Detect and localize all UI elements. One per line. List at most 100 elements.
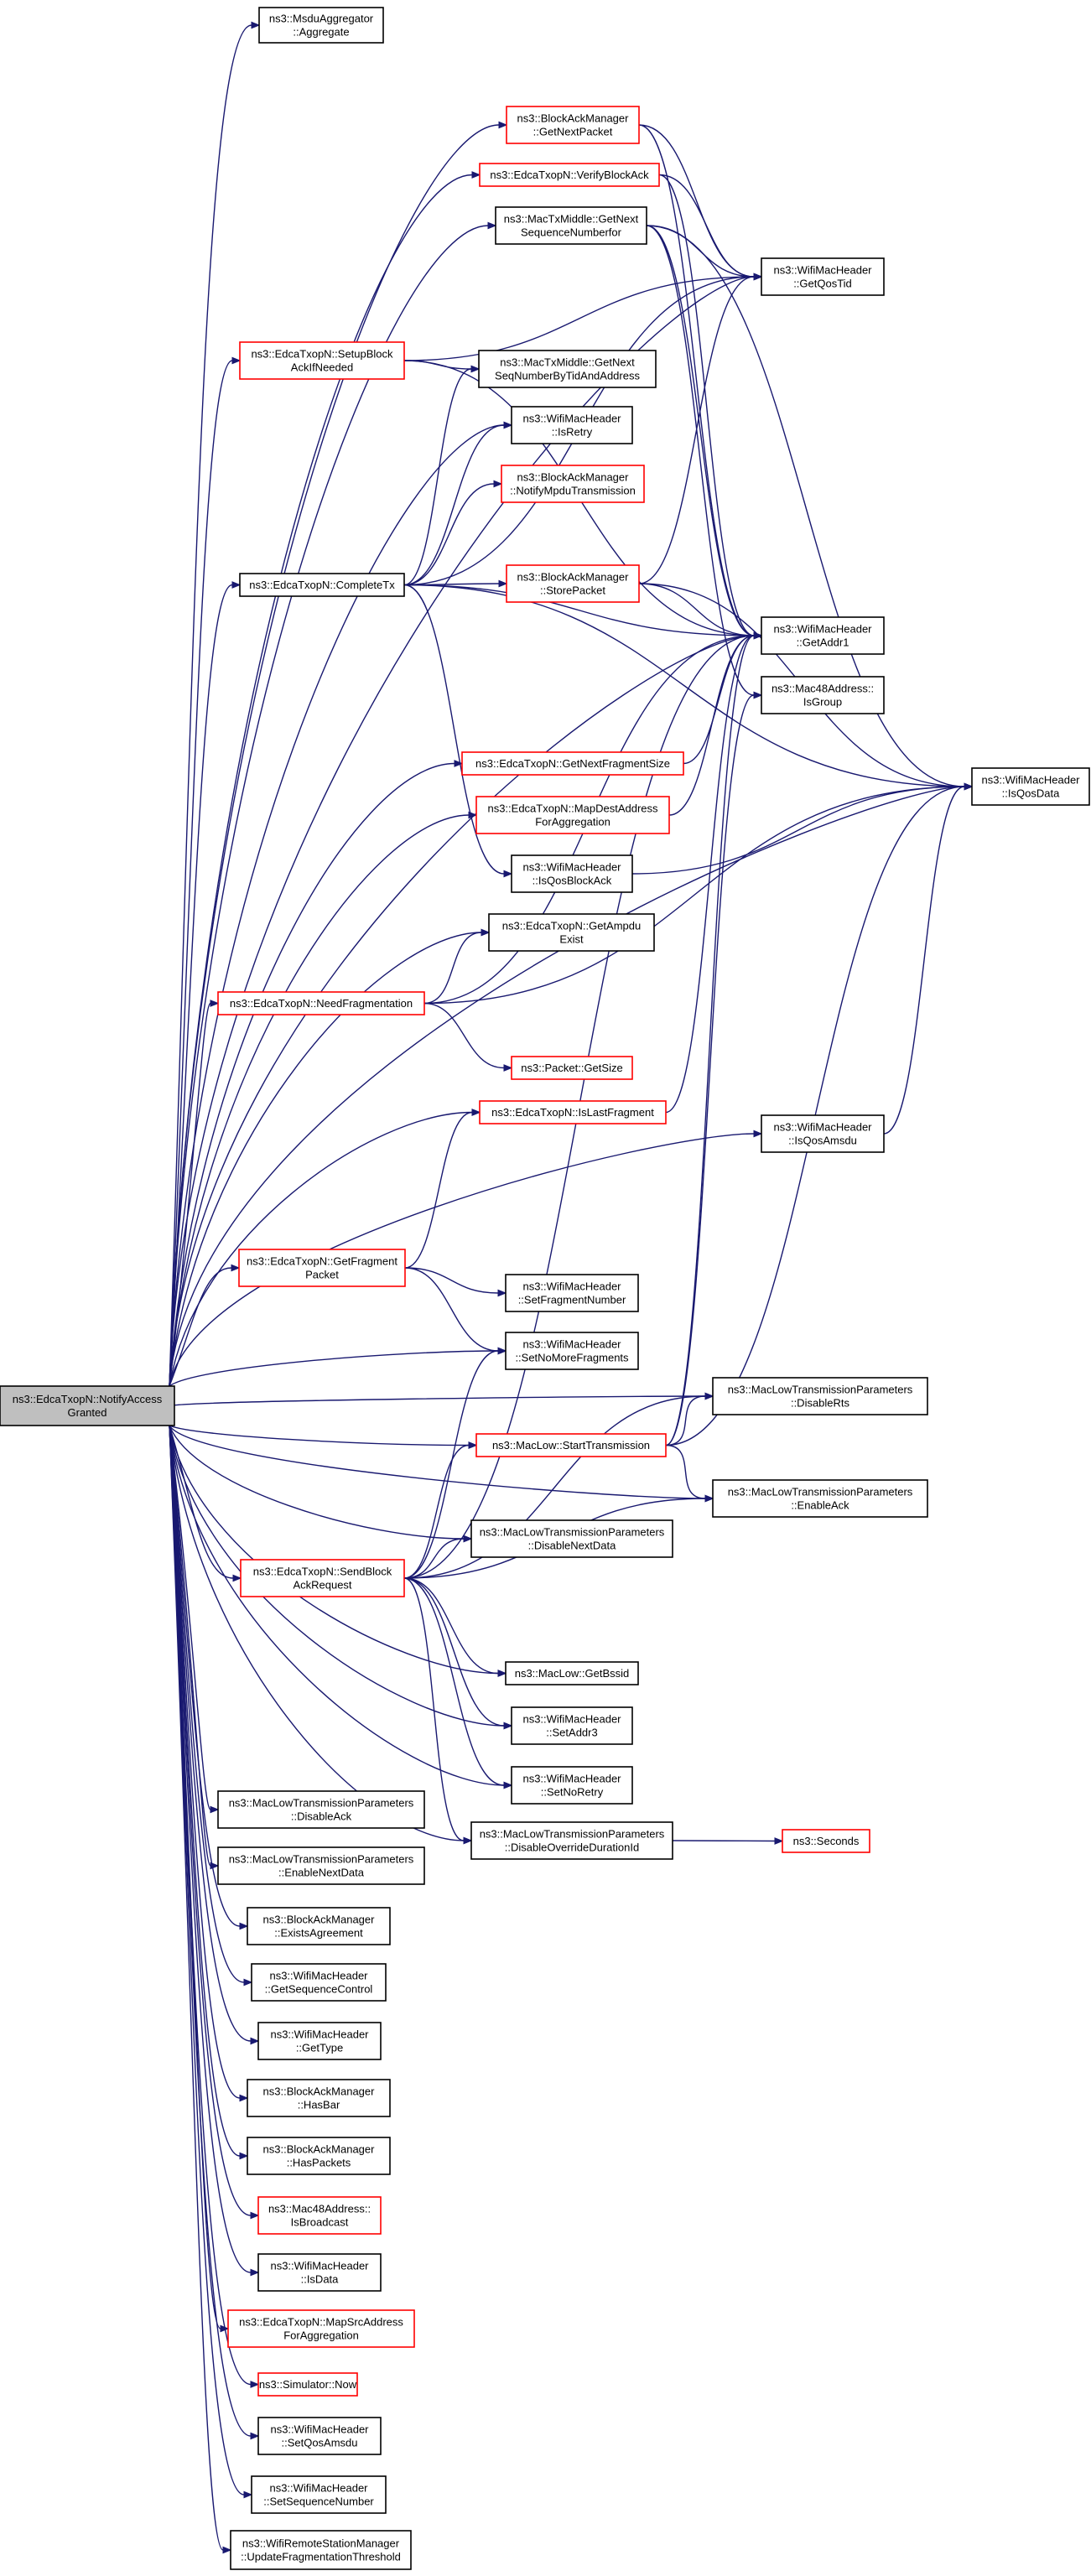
node-edca_completetx[interactable]: ns3::EdcaTxopN::CompleteTx <box>239 573 405 597</box>
node-mltp_disableoverride[interactable]: ns3::MacLowTransmissionParameters::Disab… <box>470 1821 673 1860</box>
arrowhead-icon <box>250 2211 260 2220</box>
node-box <box>511 854 633 893</box>
call-edge-edca_completetx-to-mtm_getnextseqbytid <box>403 365 481 586</box>
call-edge-root-to-edca_needfrag <box>169 1000 220 1387</box>
node-bam_getnextpacket[interactable]: ns3::BlockAckManager::GetNextPacket <box>506 106 640 144</box>
call-edge-root-to-maclow_getbssid <box>169 1425 507 1677</box>
node-wmh_isqosblockack[interactable]: ns3::WifiMacHeader::IsQosBlockAck <box>511 854 633 893</box>
arrowhead-icon <box>250 2037 260 2045</box>
node-mtm_getnextseqbytid[interactable]: ns3::MacTxMiddle::GetNextSeqNumberByTidA… <box>478 350 657 388</box>
node-edca_verifyblockack[interactable]: ns3::EdcaTxopN::VerifyBlockAck <box>479 163 660 187</box>
node-label-line: ns3::MacLowTransmissionParameters <box>728 1384 913 1396</box>
arrowhead-icon <box>503 421 513 429</box>
node-label-line: Exist <box>559 933 584 946</box>
node-edca_needfrag[interactable]: ns3::EdcaTxopN::NeedFragmentation <box>217 991 425 1015</box>
call-edge-root-to-mltp_disablenextdata <box>169 1425 473 1543</box>
node-label-line: ns3::EdcaTxopN::NeedFragmentation <box>230 997 413 1010</box>
node-wmh_setaddr3[interactable]: ns3::WifiMacHeader::SetAddr3 <box>511 1706 633 1745</box>
node-msdu_aggregate[interactable]: ns3::MsduAggregator::Aggregate <box>258 7 384 44</box>
node-mltp_disableack[interactable]: ns3::MacLowTransmissionParameters::Disab… <box>217 1790 425 1829</box>
node-label-line: Granted <box>68 1406 107 1419</box>
node-box <box>217 991 425 1015</box>
node-wmh_isretry[interactable]: ns3::WifiMacHeader::IsRetry <box>511 406 633 444</box>
arrowhead-icon <box>454 760 464 767</box>
node-label-line: ns3::Seconds <box>793 1835 860 1847</box>
node-box <box>971 767 1090 806</box>
node-wmh_gettype[interactable]: ns3::WifiMacHeader::GetType <box>257 2022 382 2060</box>
node-label-line: ns3::EdcaTxopN::GetFragment <box>247 1255 397 1268</box>
node-label-line: IsGroup <box>803 696 842 709</box>
node-simulator_now[interactable]: ns3::Simulator::Now <box>257 2372 358 2397</box>
node-wmh_isqosdata[interactable]: ns3::WifiMacHeader::IsQosData <box>971 767 1090 806</box>
node-label-line: ns3::BlockAckManager <box>263 1914 376 1926</box>
node-wmh_isdata[interactable]: ns3::WifiMacHeader::IsData <box>257 2253 382 2292</box>
node-edca_getnextfragsize[interactable]: ns3::EdcaTxopN::GetNextFragmentSize <box>461 751 684 776</box>
node-edca_mapsrcaddr[interactable]: ns3::EdcaTxopN::MapSrcAddressForAggregat… <box>227 2309 415 2348</box>
node-label-line: ns3::EdcaTxopN::SendBlock <box>253 1566 392 1578</box>
call-edge-root-to-wmh_isdata <box>169 1425 260 2277</box>
arrowhead-icon <box>243 2490 253 2499</box>
node-label-line: ns3::WifiMacHeader <box>773 623 872 636</box>
node-label-line: ::DisableNextData <box>528 1540 617 1552</box>
node-wmh_getqostid[interactable]: ns3::WifiMacHeader::GetQosTid <box>761 257 885 296</box>
call-edge-bam_storepacket-to-wmh_getaddr1 <box>638 583 763 640</box>
node-maclow_starttx[interactable]: ns3::MacLow::StartTransmission <box>475 1433 667 1457</box>
arrowhead-icon <box>250 2381 260 2388</box>
node-label-line: ::SetSequenceNumber <box>263 2496 374 2508</box>
arrowhead-icon <box>481 928 491 937</box>
node-label-line: ns3::WifiMacHeader <box>522 1280 621 1293</box>
node-wmh_isqosamsdu[interactable]: ns3::WifiMacHeader::IsQosAmsdu <box>761 1114 885 1153</box>
node-mltp_disablerts[interactable]: ns3::MacLowTransmissionParameters::Disab… <box>712 1377 928 1415</box>
node-mac48_isgroup[interactable]: ns3::Mac48Address::IsGroup <box>761 676 885 714</box>
node-maclow_getbssid[interactable]: ns3::MacLow::GetBssid <box>505 1661 639 1685</box>
node-label-line: ns3::WifiMacHeader <box>270 2260 369 2272</box>
node-label-line: ::GetSequenceControl <box>265 1983 373 1996</box>
node-label-line: ns3::EdcaTxopN::NotifyAccess <box>13 1393 163 1405</box>
arrowhead-icon <box>239 1922 249 1930</box>
node-box <box>258 7 384 44</box>
call-edge-root-to-wmh_getseqcontrol <box>169 1425 253 1987</box>
node-mtm_getnextseq[interactable]: ns3::MacTxMiddle::GetNextSequenceNumberf… <box>495 206 647 245</box>
node-edca_islastfrag[interactable]: ns3::EdcaTxopN::IsLastFragment <box>479 1100 667 1124</box>
node-label-line: ns3::WifiMacHeader <box>269 1970 368 1982</box>
node-wmh_setnoretry[interactable]: ns3::WifiMacHeader::SetNoRetry <box>511 1766 633 1805</box>
node-wrsm_updatefrag[interactable]: ns3::WifiRemoteStationManager::UpdateFra… <box>230 2530 412 2570</box>
node-bam_haspackets[interactable]: ns3::BlockAckManager::HasPackets <box>247 2137 391 2175</box>
node-label-line: ::EnableNextData <box>278 1867 365 1879</box>
node-label-line: ns3::EdcaTxopN::MapDestAddress <box>487 802 658 815</box>
node-mac48_isbroadcast[interactable]: ns3::Mac48Address::IsBroadcast <box>257 2196 382 2235</box>
node-bam_existsagreement[interactable]: ns3::BlockAckManager::ExistsAgreement <box>247 1907 391 1945</box>
node-label-line: ::GetAddr1 <box>797 636 849 649</box>
node-box <box>511 1706 633 1745</box>
arrowhead-icon <box>753 1130 763 1138</box>
node-bam_hasbar[interactable]: ns3::BlockAckManager::HasBar <box>247 2079 391 2117</box>
node-wmh_setseqnumber[interactable]: ns3::WifiMacHeader::SetSequenceNumber <box>251 2475 387 2514</box>
arrowhead-icon <box>243 1978 253 1987</box>
node-wmh_getaddr1[interactable]: ns3::WifiMacHeader::GetAddr1 <box>761 616 885 655</box>
node-edca_mapdestaddr[interactable]: ns3::EdcaTxopN::MapDestAddressForAggrega… <box>475 796 670 834</box>
node-packet_getsize[interactable]: ns3::Packet::GetSize <box>511 1056 633 1080</box>
node-mltp_disablenextdata[interactable]: ns3::MacLowTransmissionParameters::Disab… <box>470 1519 673 1558</box>
node-label-line: ::HasPackets <box>287 2157 351 2169</box>
node-ns3_seconds[interactable]: ns3::Seconds <box>782 1829 870 1853</box>
call-edge-edca_getfragpacket-to-wmh_setnomorefrags <box>404 1267 507 1355</box>
node-label-line: ns3::WifiMacHeader <box>270 2423 369 2436</box>
node-label-line: ::ExistsAgreement <box>274 1927 363 1940</box>
node-bam_storepacket[interactable]: ns3::BlockAckManager::StorePacket <box>506 564 640 603</box>
node-wmh_setfragnumber[interactable]: ns3::WifiMacHeader::SetFragmentNumber <box>505 1274 639 1312</box>
call-edge-root-to-bam_haspackets <box>169 1425 249 2160</box>
node-wmh_setnomorefrags[interactable]: ns3::WifiMacHeader::SetNoMoreFragments <box>505 1332 639 1370</box>
node-mltp_enableack[interactable]: ns3::MacLowTransmissionParameters::Enabl… <box>712 1479 928 1518</box>
node-label-line: ::GetQosTid <box>793 278 852 290</box>
node-box <box>0 1385 175 1426</box>
node-mltp_enablenextdata[interactable]: ns3::MacLowTransmissionParameters::Enabl… <box>217 1846 425 1885</box>
node-bam_notifympdu[interactable]: ns3::BlockAckManager::NotifyMpduTransmis… <box>501 465 645 503</box>
node-wmh_setqosamsdu[interactable]: ns3::WifiMacHeader::SetQosAmsdu <box>257 2417 382 2455</box>
node-wmh_getseqcontrol[interactable]: ns3::WifiMacHeader::GetSequenceControl <box>251 1963 387 2002</box>
call-edge-edca_sendblockackreq-to-mltp_disableoverride <box>403 1577 473 1845</box>
